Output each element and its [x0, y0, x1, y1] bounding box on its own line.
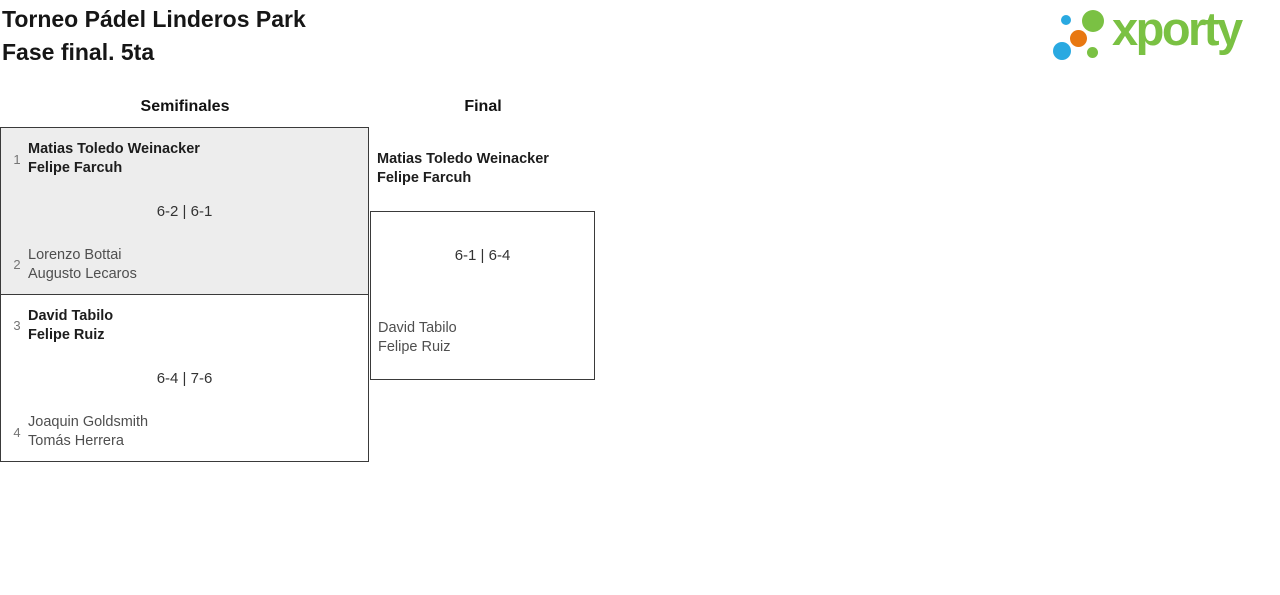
match-semifinal-1[interactable]: 1 Matias Toledo Weinacker Felipe Farcuh … [1, 128, 368, 295]
player-name: Augusto Lecaros [28, 265, 137, 282]
logo-dot-green-small-icon [1087, 47, 1098, 58]
player-name: Felipe Farcuh [28, 160, 123, 176]
match-score: 6-2 | 6-1 [156, 203, 213, 221]
match-semifinal-2[interactable]: 3 David Tabilo Felipe Ruiz 6-4 | 7-6 4 J… [1, 295, 368, 462]
player-name: Felipe Farcuh [377, 170, 472, 186]
team-players: Matias Toledo Weinacker Felipe Farcuh [28, 140, 200, 178]
player-name: Tomás Herrera [28, 433, 124, 449]
team-row-sf2-loser: 4 Joaquin Goldsmith Tomás Herrera [1, 413, 368, 451]
player-name: Felipe Ruiz [28, 326, 105, 343]
round-header-final: Final [464, 98, 502, 115]
match-score: 6-4 | 7-6 [156, 370, 213, 388]
team-players: Joaquin Goldsmith Tomás Herrera [28, 413, 148, 451]
seed-number: 3 [13, 318, 21, 333]
logo-dot-blue-small-icon [1061, 15, 1071, 25]
player-name: Lorenzo Bottai [28, 246, 122, 263]
xporty-logo[interactable]: xporty [1050, 0, 1280, 75]
round-header-semifinales: Semifinales [140, 98, 230, 115]
match-final[interactable]: 6-1 | 6-4 David Tabilo Felipe Ruiz [370, 211, 595, 380]
player-name: David Tabilo [28, 307, 114, 324]
final-team-winner: Matias Toledo Weinacker Felipe Farcuh [377, 150, 549, 188]
final-team-loser: David Tabilo Felipe Ruiz [378, 319, 457, 357]
tournament-name: Torneo Pádel Linderos Park [2, 6, 306, 32]
seed-number: 2 [13, 257, 21, 272]
team-row-sf1-winner: 1 Matias Toledo Weinacker Felipe Farcuh [1, 140, 368, 178]
player-name: David Tabilo [378, 320, 457, 336]
match-score: 6-1 | 6-4 [454, 247, 511, 264]
player-name: Matias Toledo Weinacker [28, 141, 200, 157]
seed-number: 4 [13, 424, 21, 440]
player-name: Matias Toledo Weinacker [377, 151, 549, 167]
seed-number: 1 [13, 151, 21, 167]
team-players: David Tabilo Felipe Ruiz [28, 307, 113, 345]
logo-wordmark: xporty [1112, 2, 1243, 55]
team-row-sf1-loser: 2 Lorenzo Bottai Augusto Lecaros [1, 246, 368, 284]
logo-dot-green-large-icon [1082, 10, 1104, 32]
logo-dot-orange-icon [1070, 30, 1087, 47]
team-row-sf2-winner: 3 David Tabilo Felipe Ruiz [1, 307, 368, 345]
player-name: Felipe Ruiz [378, 339, 451, 355]
phase-name: Fase final. 5ta [2, 39, 155, 65]
semifinals-column: 1 Matias Toledo Weinacker Felipe Farcuh … [0, 127, 369, 462]
team-players: Lorenzo Bottai Augusto Lecaros [28, 246, 137, 284]
page-title: Torneo Pádel Linderos Park Fase final. 5… [2, 3, 306, 69]
logo-dot-blue-large-icon [1053, 42, 1071, 60]
player-name: Joaquin Goldsmith [28, 414, 149, 430]
